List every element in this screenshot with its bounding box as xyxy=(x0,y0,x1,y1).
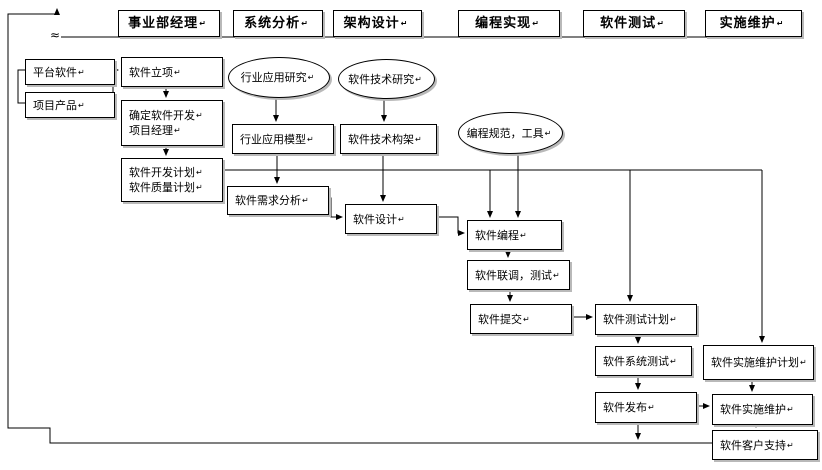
node-label: 项目产品 xyxy=(33,98,85,113)
node-label: 软件提交 xyxy=(478,312,530,327)
node-tech-research: 软件技术研究 xyxy=(338,59,435,99)
node-label-line2: 软件质量计划 xyxy=(129,180,203,195)
lane-header-manager: 事业部经理 xyxy=(118,10,220,37)
node-label: 软件技术研究 xyxy=(348,72,422,87)
lane-header-programming: 编程实现 xyxy=(458,10,560,37)
node-label: 软件立项 xyxy=(129,65,181,80)
lane-header-testing: 软件测试 xyxy=(583,10,685,37)
node-software-submission: 软件提交 xyxy=(470,304,572,334)
node-label: 行业应用研究 xyxy=(241,70,315,85)
node-label: 编程规范，工具 xyxy=(467,126,552,141)
lane-header-architecture: 架构设计 xyxy=(333,10,422,37)
node-system-test: 软件系统测试 xyxy=(595,346,692,376)
node-requirements-analysis: 软件需求分析 xyxy=(227,186,329,215)
node-platform-software: 平台软件 xyxy=(25,59,115,85)
lane-header-label: 系统分析 xyxy=(244,16,309,31)
lane-header-label: 实施维护 xyxy=(720,16,785,31)
node-project-product: 项目产品 xyxy=(25,92,115,118)
node-label: 软件编程 xyxy=(475,228,527,243)
node-label: 软件实施维护计划 xyxy=(711,355,807,370)
node-assign-pm: 确定软件开发 项目经理 xyxy=(121,100,223,146)
node-label-line1: 确定软件开发 xyxy=(129,108,203,123)
lane-header-label: 架构设计 xyxy=(344,16,409,31)
node-label: 平台软件 xyxy=(33,65,85,80)
node-software-coding: 软件编程 xyxy=(467,220,562,250)
node-project-initiation: 软件立项 xyxy=(121,57,223,87)
node-industry-model: 行业应用模型 xyxy=(232,124,334,154)
node-software-release: 软件发布 xyxy=(595,392,697,423)
node-customer-support: 软件客户支持 xyxy=(712,430,818,460)
node-integration-test: 软件联调，测试 xyxy=(467,260,570,290)
lane-header-analysis: 系统分析 xyxy=(233,10,323,37)
lane-header-label: 事业部经理 xyxy=(128,16,207,31)
left-bracket-line xyxy=(17,69,25,104)
node-coding-standards: 编程规范，工具 xyxy=(458,112,563,154)
node-label: 软件实施维护 xyxy=(720,402,794,417)
node-dev-quality-plans: 软件开发计划 软件质量计划 xyxy=(121,158,223,202)
lane-header-label: 编程实现 xyxy=(475,16,540,31)
section-break-left: ≈ xyxy=(49,28,62,42)
node-maintenance-impl: 软件实施维护 xyxy=(712,394,813,425)
lane-header-label: 软件测试 xyxy=(600,16,665,31)
node-label: 软件需求分析 xyxy=(235,193,309,208)
node-label: 软件发布 xyxy=(603,400,655,415)
node-tech-architecture: 软件技术构架 xyxy=(340,124,437,154)
node-label: 软件设计 xyxy=(353,212,405,227)
node-maintenance-plan: 软件实施维护计划 xyxy=(703,345,814,380)
node-label-line2: 项目经理 xyxy=(129,123,181,138)
node-label: 软件系统测试 xyxy=(603,354,677,369)
node-test-plan: 软件测试计划 xyxy=(595,304,697,335)
node-label-line1: 软件开发计划 xyxy=(129,165,203,180)
node-label: 软件技术构架 xyxy=(348,132,422,147)
node-label: 行业应用模型 xyxy=(240,132,314,147)
node-software-design: 软件设计 xyxy=(345,204,437,234)
node-label: 软件客户支持 xyxy=(720,438,794,453)
node-label: 软件测试计划 xyxy=(603,312,677,327)
lane-header-maintenance: 实施维护 xyxy=(705,10,802,37)
node-label: 软件联调，测试 xyxy=(475,268,560,283)
node-industry-research: 行业应用研究 xyxy=(228,57,330,98)
